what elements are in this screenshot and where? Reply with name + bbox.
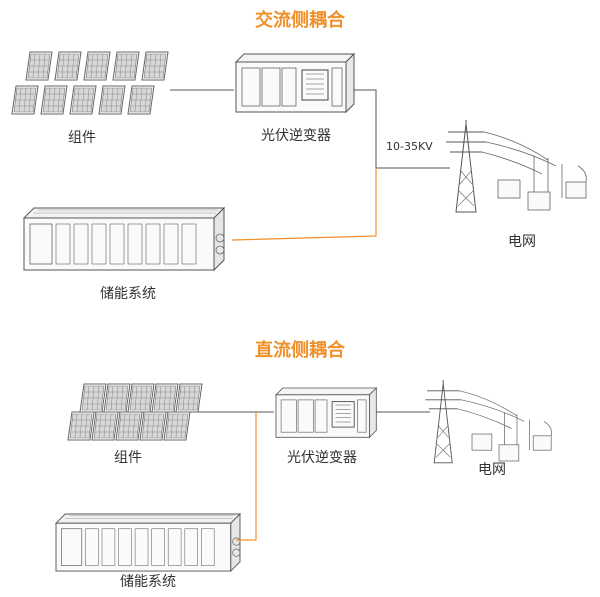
ac-inverter — [235, 53, 355, 113]
dc-grid-label: 电网 — [478, 462, 506, 478]
ac-pv-array — [11, 51, 169, 115]
ac-inverter-label: 光伏逆变器 — [261, 128, 331, 144]
ac-grid-label: 电网 — [508, 234, 536, 250]
ac-title: 交流侧耦合 — [255, 9, 346, 31]
ac-grid — [445, 119, 587, 213]
ac-inverter-to-bus-line — [354, 89, 377, 168]
dc-pv-array — [67, 383, 203, 441]
ac-voltage-label: 10-35KV — [386, 140, 433, 153]
dc-storage-to-dcbus-line — [236, 412, 257, 541]
ac-pv-label: 组件 — [68, 130, 96, 146]
dc-title: 直流侧耦合 — [255, 339, 346, 361]
ac-storage-to-bus-line — [231, 168, 377, 241]
dc-grid — [424, 379, 552, 464]
ac-storage — [23, 207, 225, 271]
dc-pv-label: 组件 — [114, 450, 142, 466]
ac-storage-label: 储能系统 — [100, 286, 156, 302]
dc-storage-label: 储能系统 — [120, 574, 176, 590]
dc-inverter-label: 光伏逆变器 — [287, 450, 357, 466]
dc-storage — [55, 513, 241, 572]
dc-inverter — [275, 387, 377, 438]
